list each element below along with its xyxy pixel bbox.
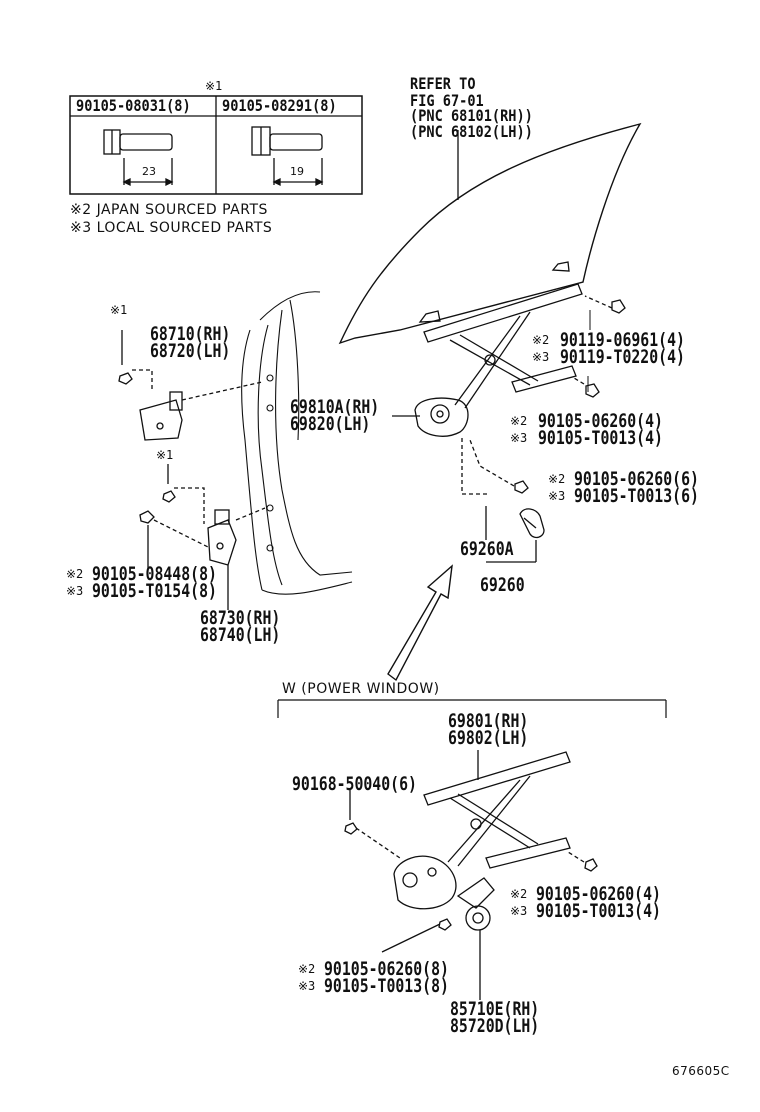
bolt-T0013-b: 90105-T0013(6) xyxy=(574,485,699,507)
pw-bolt-T0013-c: 90105-T0013(4) xyxy=(536,900,661,922)
pw-bolt-06260-c: 90105-06260(4) xyxy=(536,883,661,905)
mark-2-a: ※2 xyxy=(66,567,84,581)
mark-2-c: ※2 xyxy=(510,414,528,428)
refer-line2: FIG 67-01 xyxy=(410,91,484,110)
window-glass xyxy=(338,122,642,345)
upper-hinge xyxy=(118,330,263,441)
bolt-T0220: 90119-T0220(4) xyxy=(560,346,685,368)
pw-screw: 90168-50040(6) xyxy=(292,773,417,795)
hinge-lower-rh: 68730(RH) xyxy=(200,607,281,629)
mark-3-d: ※3 xyxy=(548,489,566,503)
bolt-table-col1: 90105-08031(8) xyxy=(76,96,191,115)
handle: 69260 xyxy=(480,574,525,596)
bolt-08448: 90105-08448(8) xyxy=(92,563,217,585)
pw-motor-lh: 85720D(LH) xyxy=(450,1015,540,1037)
arrow-icon xyxy=(387,564,453,682)
bolt-icon xyxy=(251,126,324,187)
bolt-T0154: 90105-T0154(8) xyxy=(92,580,217,602)
mark-3-a: ※3 xyxy=(66,584,84,598)
refer-line3: (PNC 68101(RH)) xyxy=(410,106,533,125)
legend-japan: ※2 JAPAN SOURCED PARTS xyxy=(70,202,268,218)
bolt-06260-b: 90105-06260(6) xyxy=(574,468,699,490)
bolt-table xyxy=(69,95,363,195)
mark-3-c: ※3 xyxy=(510,431,528,445)
leader-lines xyxy=(587,310,591,392)
power-regulator xyxy=(344,750,598,1000)
hinge-upper-mark: ※1 xyxy=(110,303,128,317)
regulator-rh: 69810A(RH) xyxy=(290,396,380,418)
pw-motor-rh: 85710E(RH) xyxy=(450,998,540,1020)
mark-2-b: ※2 xyxy=(532,333,550,347)
mark-3-e: ※3 xyxy=(510,904,528,918)
note1-mark: ※1 xyxy=(205,79,223,93)
manual-regulator xyxy=(392,283,626,540)
mark-3-b: ※3 xyxy=(532,350,550,364)
pw-regulator-rh: 69801(RH) xyxy=(448,710,529,732)
hinge-lower-lh: 68740(LH) xyxy=(200,624,281,646)
lower-hinge xyxy=(139,464,266,610)
bolt-table-dim2: 19 xyxy=(290,165,304,178)
bolt-table-col2: 90105-08291(8) xyxy=(222,96,337,115)
refer-line1: REFER TO xyxy=(410,74,476,93)
hinge-upper-rh: 68710(RH) xyxy=(150,323,231,345)
handle-a: 69260A xyxy=(460,538,514,560)
refer-line4: (PNC 68102(LH)) xyxy=(410,122,533,141)
hinge-lower-mark: ※1 xyxy=(156,448,174,462)
pw-bolt-T0013-d: 90105-T0013(8) xyxy=(324,975,449,997)
legend-local: ※3 LOCAL SOURCED PARTS xyxy=(70,220,273,236)
window-handle xyxy=(486,508,545,563)
hinge-upper-lh: 68720(LH) xyxy=(150,340,231,362)
mark-2-f: ※2 xyxy=(298,962,316,976)
mark-3-f: ※3 xyxy=(298,979,316,993)
bolt-icon xyxy=(103,129,174,187)
bolt-T0013-a: 90105-T0013(4) xyxy=(538,427,663,449)
power-window-title: W (POWER WINDOW) xyxy=(282,681,440,697)
bolt-06260-a: 90105-06260(4) xyxy=(538,410,663,432)
pw-regulator-lh: 69802(LH) xyxy=(448,727,529,749)
bolt-06961: 90119-06961(4) xyxy=(560,329,685,351)
power-window-bracket xyxy=(277,699,667,718)
door-frame xyxy=(241,291,353,595)
diagram-code: 676605C xyxy=(672,1064,730,1078)
mark-2-d: ※2 xyxy=(548,472,566,486)
bolt-table-dim1: 23 xyxy=(142,165,156,178)
pw-bolt-06260-d: 90105-06260(8) xyxy=(324,958,449,980)
mark-2-e: ※2 xyxy=(510,887,528,901)
regulator-lh: 69820(LH) xyxy=(290,413,371,435)
